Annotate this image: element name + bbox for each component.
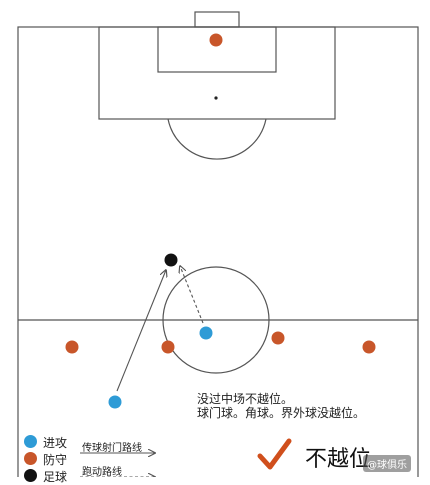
penalty-arc — [167, 118, 267, 160]
legend-attack-label: 进攻 — [43, 436, 68, 450]
defender-player — [161, 340, 175, 354]
rule-note-setpieces: 球门球。角球。界外球没越位。 — [197, 406, 366, 420]
verdict-label: 不越位 — [305, 447, 372, 472]
legend-defend-dot — [24, 452, 37, 465]
legend-defend-label: 防守 — [43, 453, 68, 467]
legend-pass-label: 传球射门路线 — [82, 443, 142, 454]
defender-player — [65, 340, 79, 354]
goal-area — [157, 26, 277, 73]
checkmark-icon — [257, 438, 292, 470]
center-circle — [162, 266, 270, 374]
pass-path-line — [116, 270, 166, 392]
attacker-player — [199, 326, 213, 340]
goal — [194, 11, 240, 28]
legend-run-label: 跑动路线 — [82, 467, 122, 478]
run-path-line — [180, 266, 204, 324]
legend-attack-dot — [24, 435, 37, 448]
watermark: @球俱乐 — [363, 455, 411, 472]
rule-note-midfield: 没过中场不越位。 — [197, 392, 294, 406]
defender-player — [362, 340, 376, 354]
attacker-player — [108, 395, 122, 409]
legend-ball-dot — [24, 469, 37, 482]
penalty-spot — [214, 96, 218, 100]
ball — [164, 253, 178, 267]
defender-player — [271, 331, 285, 345]
defender-goalkeeper — [209, 33, 223, 47]
